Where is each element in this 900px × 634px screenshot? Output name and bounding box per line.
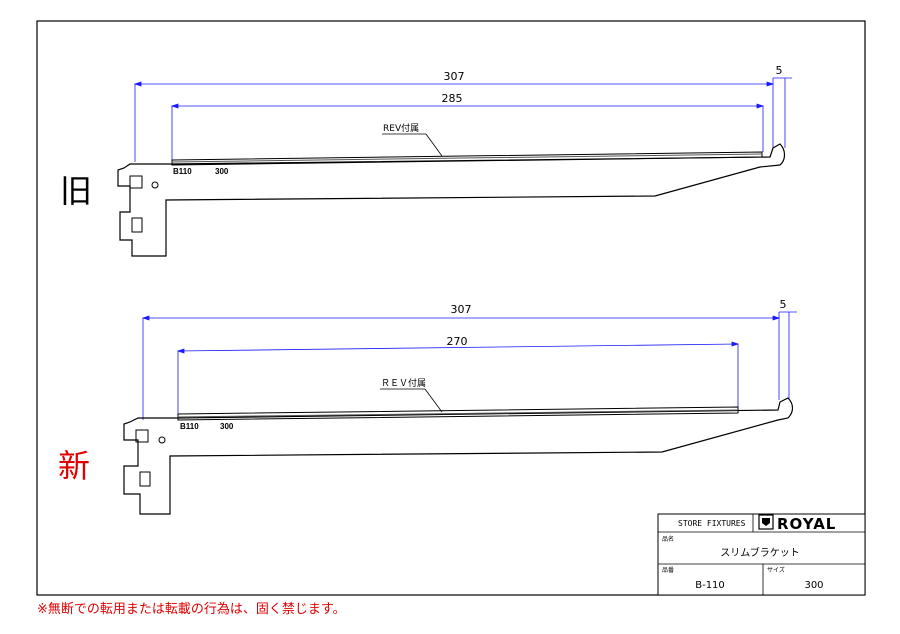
new-slot-lower	[139, 471, 151, 487]
new-overall-dimension: 307	[451, 303, 472, 316]
item-no: B-110	[695, 580, 725, 591]
new-part-code: B110	[180, 422, 199, 431]
item-name: スリムブラケット	[720, 546, 799, 559]
new-rev-dimension: 270	[447, 335, 468, 348]
old-tip-dimension: 5	[776, 64, 783, 77]
size-value: 300	[804, 580, 823, 591]
old-overall-dimension: 307	[444, 70, 465, 83]
new-mount-hole	[158, 436, 166, 444]
old-slot-upper	[129, 175, 143, 189]
drawing-frame	[36, 20, 866, 596]
old-mount-hole	[151, 181, 159, 189]
title-block: STORE FIXTURES ROYAL 品名 スリムブラケット 品番 B-11…	[657, 513, 866, 596]
item-name-label: 品名	[662, 535, 674, 543]
old-bracket-outline	[117, 143, 786, 257]
copyright-note: ※無断での転用または転載の行為は、固く禁じます。	[37, 602, 346, 617]
new-label: 新	[58, 447, 90, 485]
royal-logo: ROYAL	[758, 514, 836, 533]
brand-name: ROYAL	[777, 515, 836, 533]
old-dimension-lines	[133, 77, 792, 162]
new-rev-rail	[177, 406, 739, 421]
new-rev-label: ＲＥＶ付属	[381, 378, 426, 389]
new-slot-upper	[135, 429, 149, 443]
old-rev-leader	[425, 133, 443, 157]
old-part-size: 300	[215, 167, 229, 176]
old-rev-label: REV付属	[383, 123, 419, 134]
old-rev-dimension: 285	[442, 92, 463, 105]
old-bracket-drawing: 307 5 285 REV付属 B110 300	[117, 64, 792, 257]
new-bracket-drawing: 307 5 270 ＲＥＶ付属 B110 300	[123, 298, 797, 515]
old-part-code: B110	[173, 167, 192, 176]
new-rev-leader	[424, 388, 443, 413]
new-dimension-lines	[141, 311, 797, 420]
new-part-size: 300	[220, 422, 234, 431]
old-label: 旧	[60, 172, 92, 210]
new-bracket-outline	[123, 397, 794, 515]
old-slot-lower	[131, 217, 143, 233]
new-tip-dimension: 5	[780, 298, 787, 311]
size-label: サイズ	[767, 566, 785, 574]
item-no-label: 品番	[662, 567, 674, 574]
old-rev-rail	[171, 151, 763, 166]
store-fixtures-text: STORE FIXTURES	[678, 519, 746, 528]
